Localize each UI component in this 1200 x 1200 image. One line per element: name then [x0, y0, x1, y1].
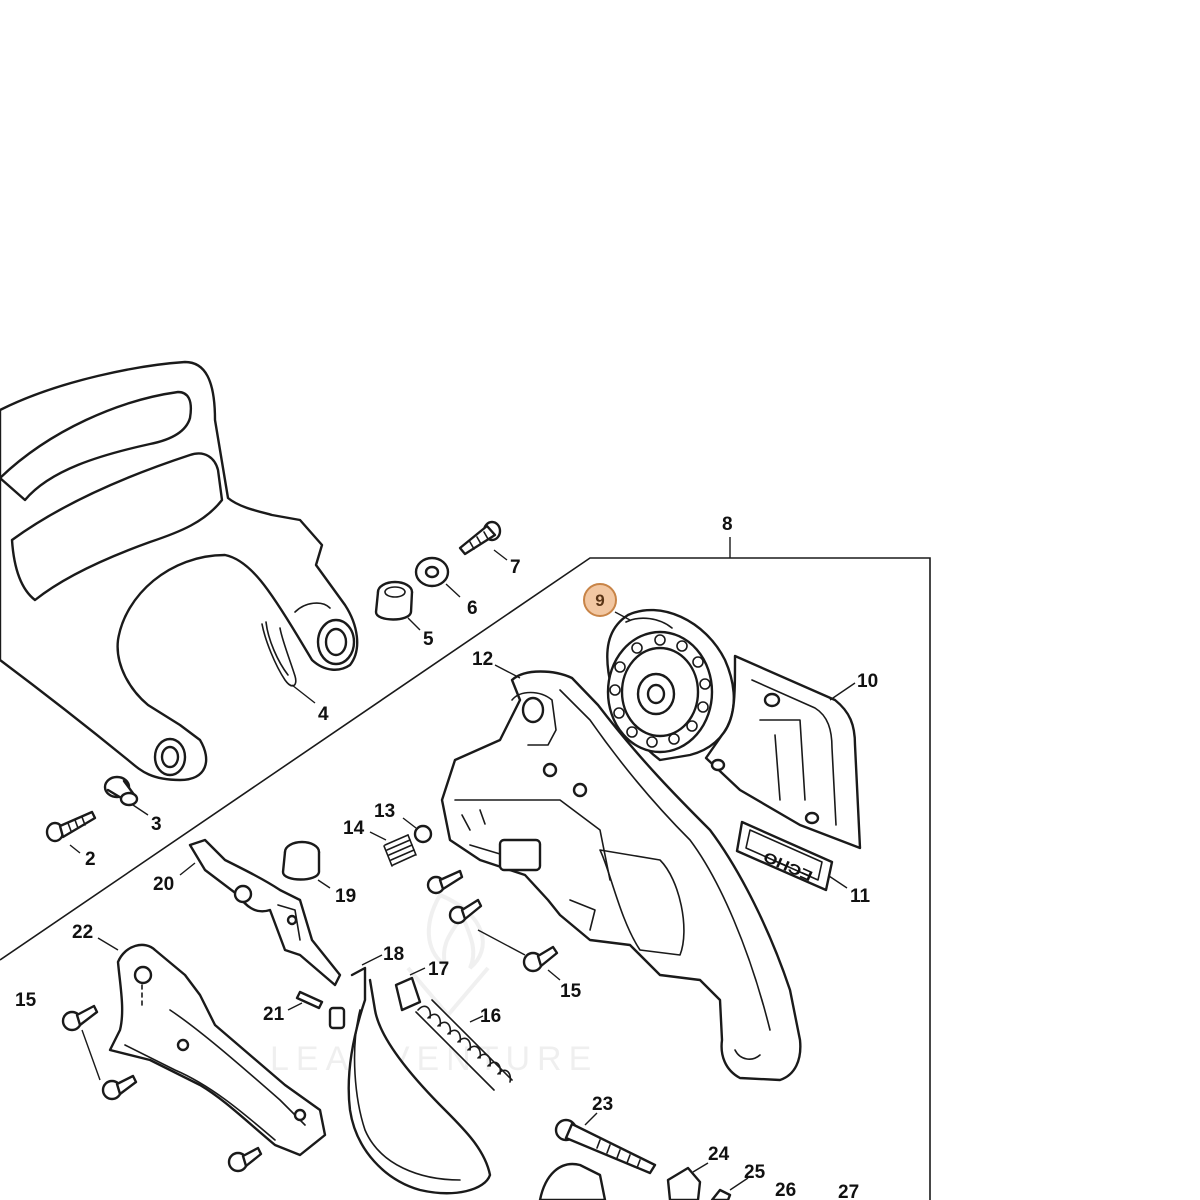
assembly-frame: [0, 537, 931, 1200]
callout-25: 25: [744, 1162, 766, 1183]
callout-7: 7: [510, 557, 521, 578]
leader-lines: [69, 549, 856, 1191]
screw-7: [458, 520, 502, 556]
callout-17: 17: [428, 959, 449, 980]
callout-27: 27: [838, 1182, 859, 1200]
callout-13: 13: [374, 801, 395, 822]
callout-11: 11: [850, 886, 871, 907]
pin-21: [295, 990, 324, 1010]
callout-23: 23: [592, 1094, 613, 1115]
sleeve-5: [374, 580, 414, 621]
lever-20: [188, 838, 342, 987]
block-17: [394, 976, 422, 1012]
callout-16: 16: [480, 1006, 501, 1027]
front-handle: [0, 360, 359, 782]
callout-15-a: 15: [560, 981, 582, 1002]
callout-24: 24: [708, 1144, 730, 1165]
callout-20: 20: [153, 874, 174, 895]
screw-15-c: [61, 1004, 263, 1173]
brake-band-18: [328, 966, 492, 1195]
callout-9-highlight[interactable]: [583, 583, 617, 617]
callout-3: 3: [151, 814, 162, 835]
callout-15-b: 15: [15, 990, 37, 1011]
callout-2: 2: [85, 849, 96, 870]
ball-13: [413, 824, 433, 844]
parts-24-27: [538, 1162, 732, 1200]
screw-15-a: [426, 869, 483, 925]
watermark-text: LEADVENTURE: [270, 1040, 598, 1078]
callout-9[interactable]: 9: [595, 591, 604, 610]
callout-5: 5: [423, 629, 434, 650]
spring-14: [383, 834, 417, 867]
clutch-cogs: [609, 634, 711, 748]
callout-4: 4: [318, 704, 329, 725]
callout-21: 21: [263, 1004, 285, 1025]
washer-6: [414, 556, 450, 588]
screw-2: [45, 810, 97, 843]
callout-8: 8: [722, 514, 733, 535]
housing-12: [440, 670, 802, 1082]
callout-14: 14: [343, 818, 365, 839]
callouts: 2 3 4 5 6 7 8 9 10 11 12 13 14 15 15 16 …: [15, 514, 878, 1200]
callout-6: 6: [467, 598, 478, 619]
callout-10: 10: [857, 671, 878, 692]
bolt-23: [554, 1118, 657, 1175]
clutch-drum-9: [606, 608, 735, 762]
callout-12: 12: [472, 649, 493, 670]
clip-4: [261, 621, 297, 687]
sleeve-19: [281, 840, 321, 881]
bushing-3: [103, 775, 139, 807]
watermark: LEADVENTURE: [270, 892, 598, 1078]
callout-22: 22: [72, 922, 93, 943]
callout-19: 19: [335, 886, 356, 907]
spring-16: [415, 999, 513, 1091]
callout-18: 18: [383, 944, 404, 965]
bracket-22: [108, 943, 327, 1157]
callout-26: 26: [775, 1180, 796, 1200]
cover-plate-10: [704, 654, 862, 850]
screw-15-b: [522, 945, 559, 973]
